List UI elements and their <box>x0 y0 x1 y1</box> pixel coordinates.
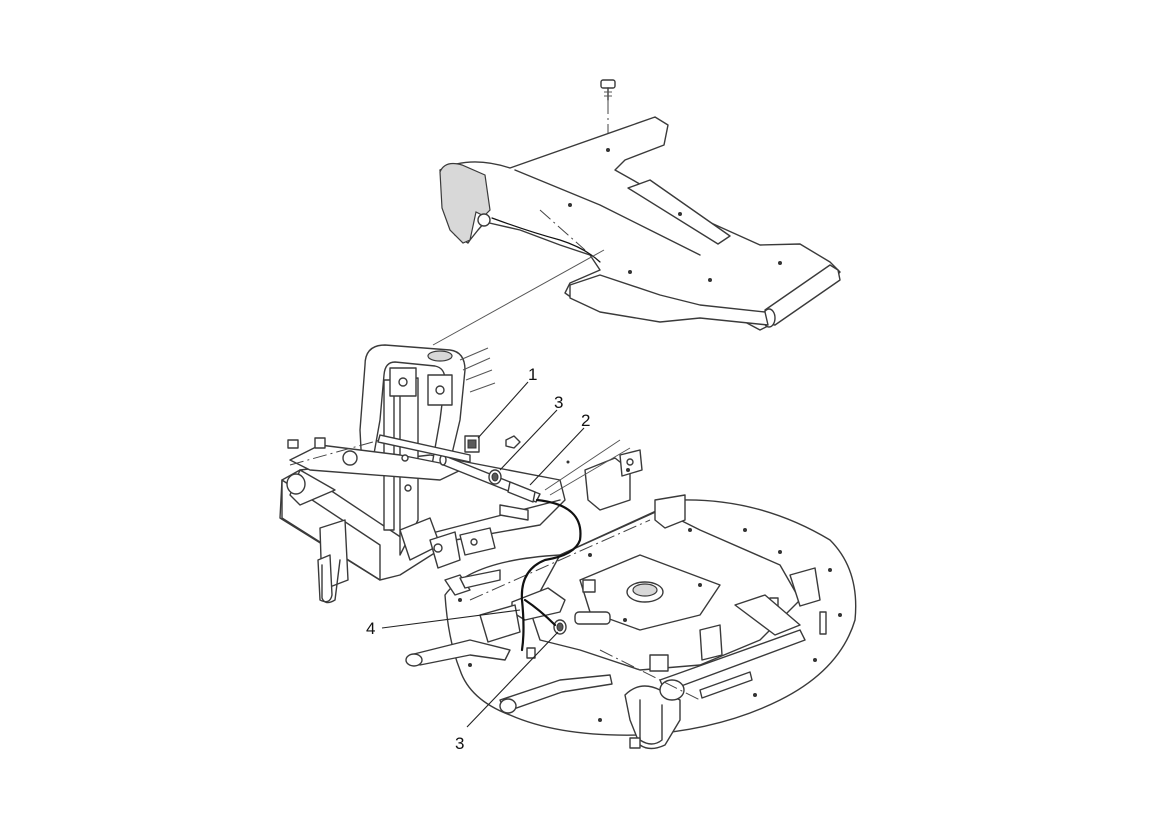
callout-label-4: 4 <box>366 619 375 638</box>
callout-leader-4 <box>381 609 521 629</box>
callout-label-2: 2 <box>581 411 590 430</box>
sensor-part-2 <box>507 481 536 503</box>
callouts: 1 3 2 4 3 <box>366 365 590 753</box>
callout-leader-3a <box>499 409 558 471</box>
callout-leader-3b <box>466 631 559 728</box>
callout-leader-1 <box>477 381 529 439</box>
assembly-leader-line <box>432 249 605 346</box>
callout-label-3a: 3 <box>554 393 563 412</box>
callout-leader-2 <box>529 427 585 486</box>
callout-label-1: 1 <box>528 365 537 384</box>
main-frame <box>279 344 643 604</box>
callout-label-3b: 3 <box>455 734 464 753</box>
upper-footrest-panel <box>439 79 841 331</box>
harness-wire <box>520 498 582 652</box>
upper-harness-wire <box>491 217 601 263</box>
sensor-assembly <box>377 434 541 521</box>
